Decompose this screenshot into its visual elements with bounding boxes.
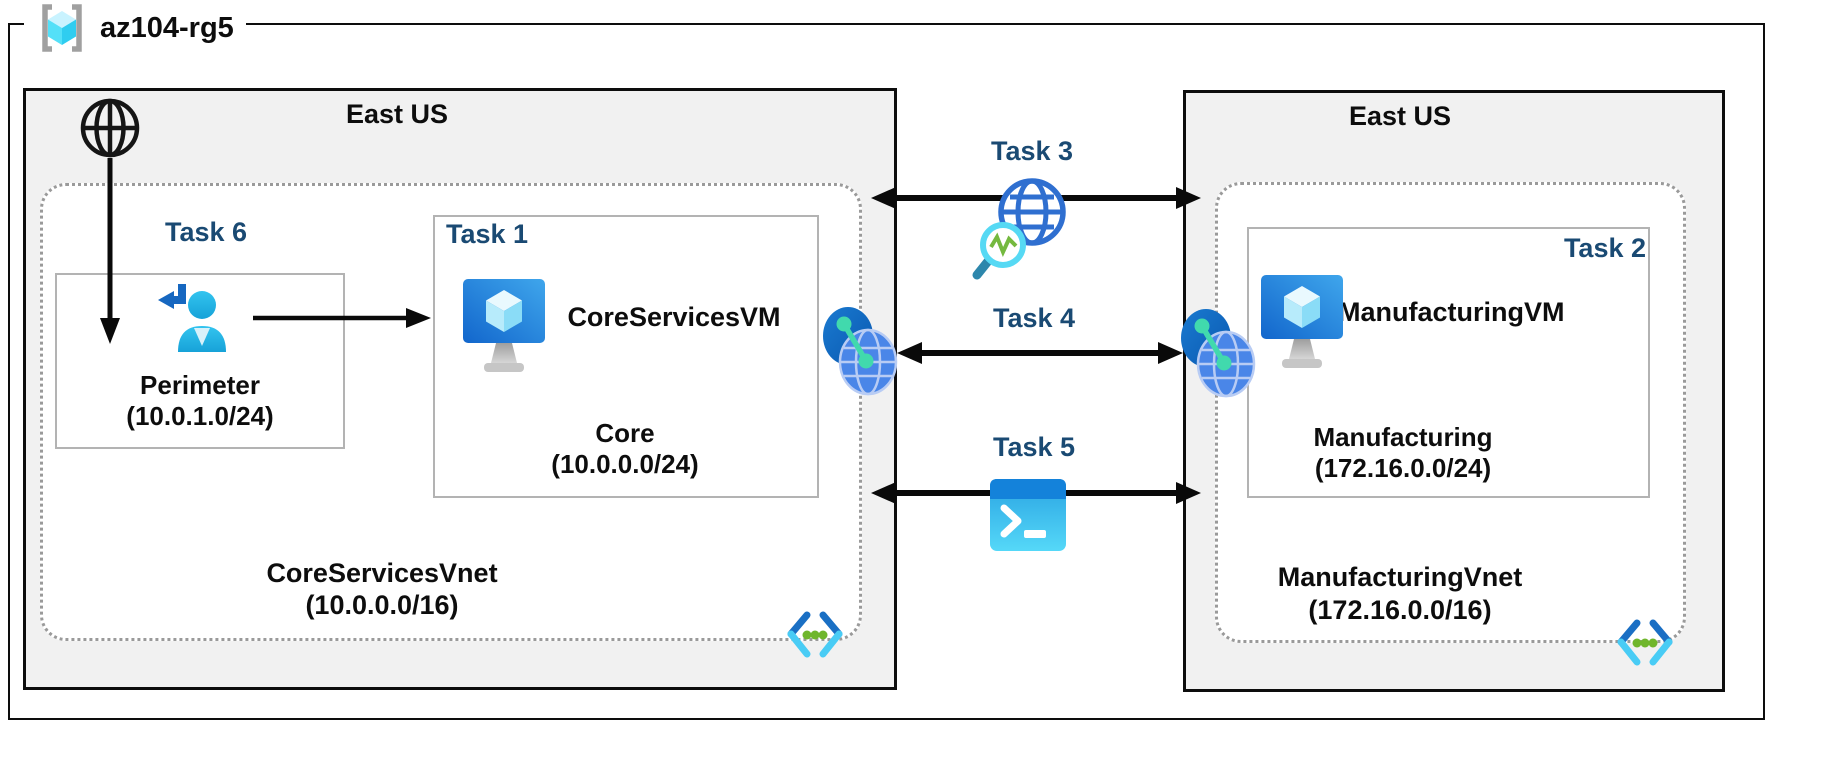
- region-title-right: East US: [1348, 101, 1452, 131]
- task6-label: Task 6: [164, 217, 248, 247]
- resource-group-name: az104-rg5: [100, 11, 234, 44]
- network-watcher-icon: [972, 178, 1066, 280]
- task1-label: Task 1: [446, 219, 529, 249]
- subnet-icon: [787, 611, 843, 658]
- manufacturing-subnet-cidr: (172.16.0.0/24): [1314, 453, 1492, 483]
- manufacturing-subnet-name: Manufacturing: [1313, 422, 1493, 452]
- manufacturing-vm-name: ManufacturingVM: [1338, 297, 1565, 327]
- task5-label: Task 5: [992, 432, 1076, 462]
- sign-in-user-icon: [158, 284, 226, 352]
- subnet-icon: [1617, 619, 1673, 666]
- task3-label: Task 3: [990, 136, 1074, 166]
- core-subnet-name: Core: [595, 418, 655, 448]
- perimeter-subnet-name: Perimeter: [140, 370, 260, 400]
- core-subnet-cidr: (10.0.0.0/24): [551, 449, 699, 479]
- coreservices-vnet-name: CoreServicesVnet: [266, 558, 498, 588]
- virtual-machine-icon: [463, 279, 545, 372]
- perimeter-subnet-cidr: (10.0.1.0/24): [126, 401, 274, 431]
- region-title-left: East US: [345, 99, 449, 129]
- manufacturing-vnet-cidr: (172.16.0.0/16): [1308, 595, 1492, 625]
- network-peering-icon: [1181, 309, 1256, 398]
- resource-group-icon: [42, 4, 82, 52]
- virtual-machine-icon: [1261, 275, 1343, 368]
- core-vm-name: CoreServicesVM: [567, 302, 781, 332]
- resource-group-label: az104-rg5: [24, 0, 246, 56]
- task4-label: Task 4: [992, 303, 1076, 333]
- internet-globe-icon: [80, 98, 140, 158]
- manufacturing-vnet-name: ManufacturingVnet: [1277, 562, 1523, 592]
- cloud-shell-icon: [990, 479, 1066, 551]
- resource-group-box: [8, 23, 1765, 720]
- coreservices-vnet-cidr: (10.0.0.0/16): [305, 590, 459, 620]
- network-peering-icon: [823, 307, 898, 396]
- task2-label: Task 2: [1563, 233, 1646, 263]
